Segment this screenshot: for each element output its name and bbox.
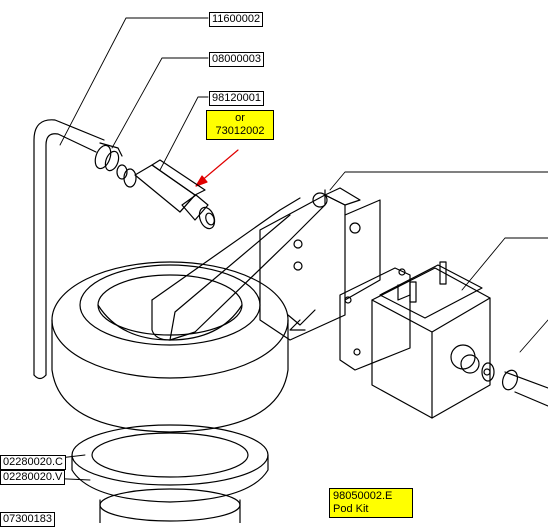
bottom-flange (99, 488, 241, 523)
hose-tube (33, 119, 105, 380)
gasket-plate (339, 267, 411, 371)
lever-handle (151, 189, 326, 341)
label-07300183: 07300183 (0, 512, 55, 527)
label-pod-kit-name: Pod Kit (333, 503, 369, 515)
label-08000003: 08000003 (209, 52, 264, 67)
valve-block (259, 187, 381, 341)
label-or: or (235, 112, 245, 124)
leader-lines (0, 17, 548, 481)
label-73012002: 73012002 (215, 125, 265, 137)
check-valve (123, 159, 216, 230)
label-98120001: 98120001 (209, 91, 264, 106)
label-02280020c: 02280020.C (0, 455, 66, 470)
solenoid-coil (371, 261, 495, 419)
label-02280020v: 02280020.V (0, 470, 66, 485)
hose-clamp (94, 142, 128, 180)
label-73012002-alt: or 73012002 (206, 110, 274, 140)
outlet-hose (501, 369, 548, 407)
red-arrow (195, 149, 239, 187)
label-11600002: 11600002 (209, 12, 264, 27)
label-pod-kit: 98050002.E Pod Kit (329, 488, 413, 518)
label-98050002e: 98050002.E (333, 490, 393, 502)
seal-ring (71, 424, 269, 503)
